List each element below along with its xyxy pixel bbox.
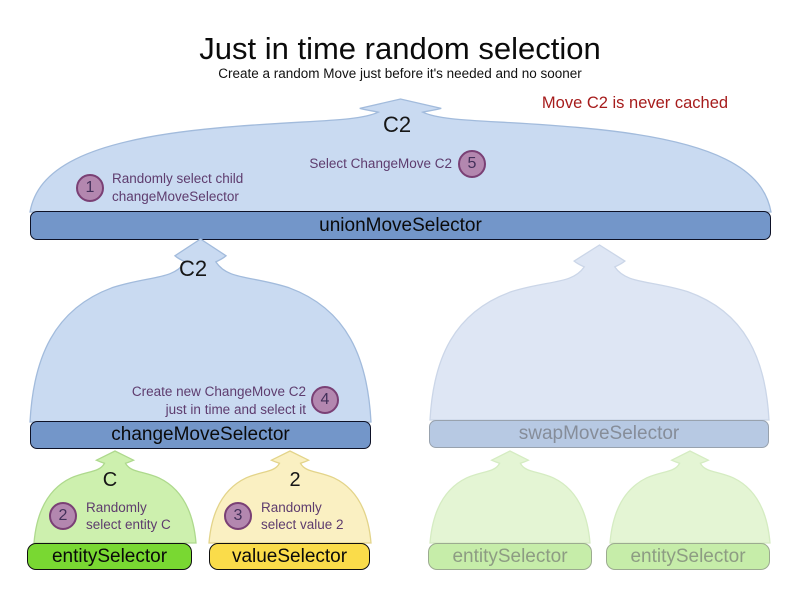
union-move-selector-bar: unionMoveSelector xyxy=(30,211,771,240)
step-circle-3: 3 xyxy=(224,502,252,530)
page-subtitle: Create a random Move just before it's ne… xyxy=(218,66,582,81)
faded-entity-selector-bar-1: entitySelector xyxy=(428,543,592,570)
step-circle-4: 4 xyxy=(311,386,339,414)
faded-entity-selector-bar-2: entitySelector xyxy=(606,543,770,570)
swap-move-selector-label: swapMoveSelector xyxy=(518,423,680,444)
union-output-move-label: C2 xyxy=(382,112,412,137)
entity-output-label: C xyxy=(102,469,118,491)
change-move-selector-label: changeMoveSelector xyxy=(111,424,290,445)
value-selector-label: valueSelector xyxy=(231,545,348,567)
entity-selector-label: entitySelector xyxy=(51,545,168,567)
change-dome-arrow xyxy=(30,239,371,422)
annotation-step-2: Randomly select entity C xyxy=(86,500,171,532)
annotation-step-1: Randomly select child changeMoveSelector xyxy=(112,171,244,204)
step-circle-1: 1 xyxy=(76,174,104,202)
page-title: Just in time random selection xyxy=(199,31,601,66)
annotation-step-3: Randomly select value 2 xyxy=(261,500,344,532)
step-circle-5: 5 xyxy=(458,150,486,178)
swap-dome-arrow xyxy=(430,245,769,420)
faded-entity-dome-arrow-2 xyxy=(610,451,770,543)
step-circle-2: 2 xyxy=(49,502,77,530)
union-dome-arrow xyxy=(30,99,771,212)
change-move-selector-bar: changeMoveSelector xyxy=(30,421,371,449)
faded-entity-dome-arrow-1 xyxy=(430,451,590,543)
entity-selector-bar: entitySelector xyxy=(27,543,192,570)
annotation-step-4: Create new ChangeMove C2 just in time an… xyxy=(131,384,306,417)
value-selector-bar: valueSelector xyxy=(209,543,370,570)
faded-entity-selector-label-2: entitySelector xyxy=(630,545,746,567)
faded-entity-selector-label-1: entitySelector xyxy=(452,545,568,567)
swap-move-selector-bar: swapMoveSelector xyxy=(429,420,769,448)
note-never-cached: Move C2 is never cached xyxy=(541,94,729,112)
annotation-step-5: Select ChangeMove C2 xyxy=(309,156,452,171)
change-output-move-label: C2 xyxy=(178,256,208,281)
value-output-label: 2 xyxy=(289,469,301,491)
union-move-selector-label: unionMoveSelector xyxy=(319,214,482,236)
